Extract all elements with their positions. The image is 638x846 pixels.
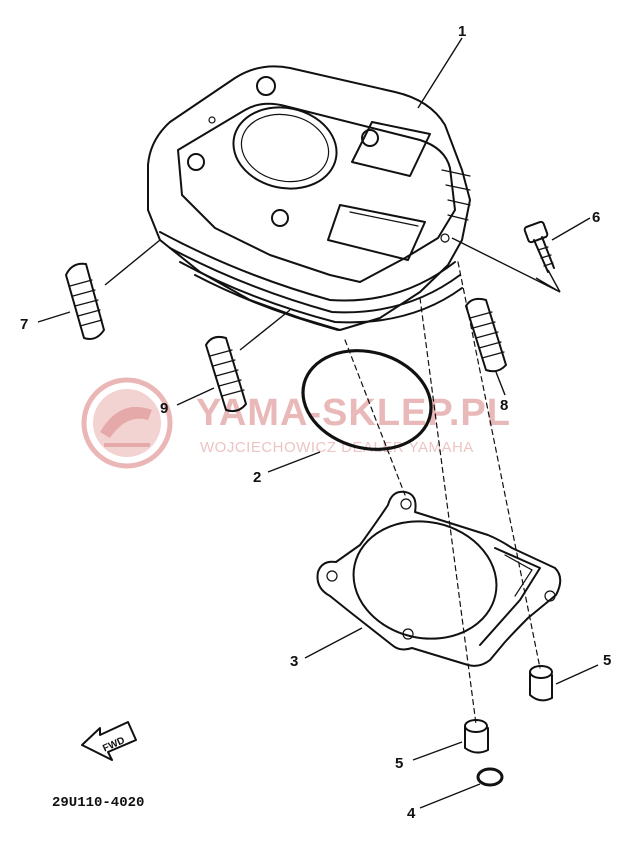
stud-bolt-part-7 (65, 262, 105, 340)
cylinder-gasket-part (316, 490, 562, 667)
small-o-ring-part (476, 767, 504, 787)
callout-4: 4 (407, 805, 416, 822)
watermark-title: YAMA-SKLEP.PL (196, 392, 511, 434)
callout-8: 8 (500, 397, 508, 414)
callout-5-right: 5 (603, 652, 611, 669)
callout-6: 6 (592, 209, 600, 226)
bolt-part (523, 220, 555, 273)
stud-bolt-part-9 (205, 335, 247, 413)
dowel-pin-part-right (529, 665, 553, 702)
o-ring-part (301, 349, 433, 451)
callout-5-lower: 5 (395, 755, 403, 772)
forward-arrow-icon: FWD (81, 721, 137, 761)
watermark-subtitle: WOJCIECHOWICZ DEALER YAMAHA (200, 439, 474, 456)
callout-7: 7 (20, 316, 28, 333)
leader-lines (37, 37, 599, 809)
dowel-pin-part-lower (464, 719, 489, 754)
fwd-label: FWD (101, 735, 126, 754)
callout-1: 1 (458, 23, 466, 40)
watermark-logo (81, 377, 173, 469)
diagram-code: 29U110-4020 (52, 795, 144, 811)
cylinder-part (147, 65, 471, 331)
callout-2: 2 (253, 469, 261, 486)
stud-bolt-part-8 (465, 297, 507, 373)
callout-3: 3 (290, 653, 298, 670)
callout-9: 9 (160, 400, 168, 417)
watermark: YAMA-SKLEP.PL WOJCIECHOWICZ DEALER YAMAH… (81, 377, 511, 469)
